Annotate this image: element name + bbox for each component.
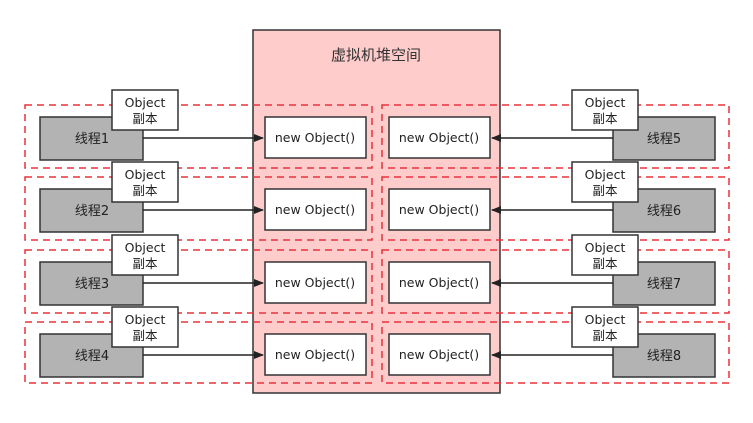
heap-object-box xyxy=(388,188,491,231)
thread-label: 线程7 xyxy=(647,277,681,292)
thread-label: 线程3 xyxy=(75,277,109,292)
object-copy-label: 副本 xyxy=(592,183,618,198)
object-copy-box xyxy=(571,306,639,348)
heap-object-label: new Object() xyxy=(275,275,355,290)
object-copy-label: Object xyxy=(585,240,626,255)
thread-label: 线程6 xyxy=(647,204,681,219)
left-thread-region xyxy=(24,249,373,314)
object-copy-box xyxy=(571,234,639,276)
heap-space-title: 虚拟机堆空间 xyxy=(331,46,421,64)
object-copy-label: 副本 xyxy=(132,111,158,126)
left-thread-region xyxy=(24,104,373,169)
right-thread-region xyxy=(381,176,730,241)
heap-object-label: new Object() xyxy=(275,130,355,145)
heap-object-box xyxy=(388,333,491,376)
object-copy-label: 副本 xyxy=(132,328,158,343)
object-copy-label: 副本 xyxy=(132,183,158,198)
right-thread-region xyxy=(381,104,730,169)
object-copy-label: Object xyxy=(125,312,166,327)
heap-object-box xyxy=(264,261,367,304)
heap-object-box xyxy=(388,261,491,304)
object-copy-label: Object xyxy=(585,167,626,182)
heap-object-box xyxy=(264,116,367,159)
heap-object-label: new Object() xyxy=(399,347,479,362)
left-thread-region xyxy=(24,321,373,384)
heap-object-box xyxy=(388,116,491,159)
object-copy-box xyxy=(571,89,639,131)
object-copy-box xyxy=(111,161,179,203)
object-copy-label: Object xyxy=(585,95,626,110)
heap-object-label: new Object() xyxy=(399,130,479,145)
thread-label: 线程1 xyxy=(75,132,109,147)
thread-label: 线程4 xyxy=(75,349,109,364)
left-thread-region xyxy=(24,176,373,241)
heap-object-box xyxy=(264,333,367,376)
object-copy-label: Object xyxy=(125,167,166,182)
object-copy-label: 副本 xyxy=(132,256,158,271)
thread-label: 线程2 xyxy=(75,204,109,219)
object-copy-label: 副本 xyxy=(592,328,618,343)
object-copy-box xyxy=(111,89,179,131)
heap-object-label: new Object() xyxy=(399,275,479,290)
object-copy-label: Object xyxy=(125,95,166,110)
object-copy-label: 副本 xyxy=(592,111,618,126)
thread-label: 线程5 xyxy=(647,132,681,147)
object-copy-box xyxy=(111,306,179,348)
object-copy-label: 副本 xyxy=(592,256,618,271)
heap-object-label: new Object() xyxy=(399,202,479,217)
object-copy-label: Object xyxy=(125,240,166,255)
heap-object-box xyxy=(264,188,367,231)
heap-object-label: new Object() xyxy=(275,347,355,362)
right-thread-region xyxy=(381,249,730,314)
object-copy-box xyxy=(111,234,179,276)
thread-label: 线程8 xyxy=(647,349,681,364)
object-copy-label: Object xyxy=(585,312,626,327)
heap-object-label: new Object() xyxy=(275,202,355,217)
object-copy-box xyxy=(571,161,639,203)
right-thread-region xyxy=(381,321,730,384)
